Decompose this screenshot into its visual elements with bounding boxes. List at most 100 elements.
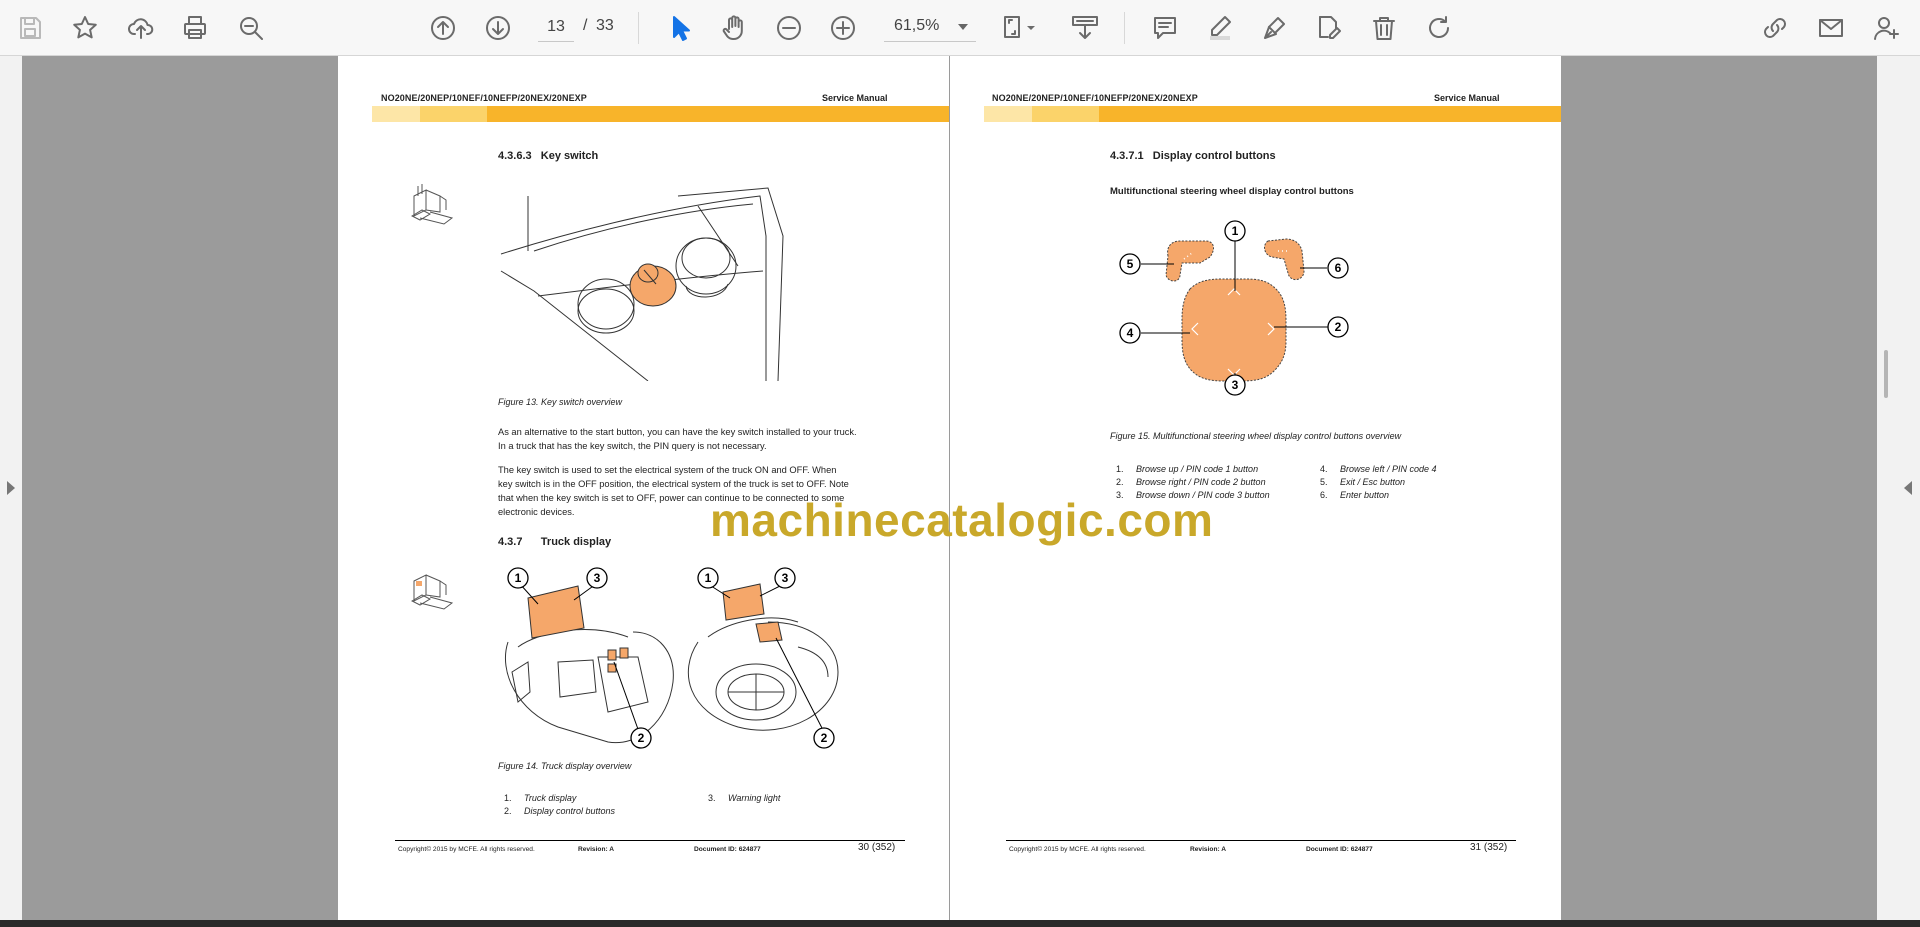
list-item: 1.Browse up / PIN code 1 button (1116, 464, 1259, 474)
scroll-mode-button[interactable] (1063, 8, 1107, 48)
right-panel-toggle[interactable] (1897, 56, 1920, 920)
page-header-title: Service Manual (1434, 93, 1500, 103)
sign-button[interactable] (1255, 8, 1295, 48)
key-switch-illustration (498, 176, 838, 382)
add-user-button[interactable] (1866, 8, 1906, 48)
highlight-pen-icon (1210, 16, 1231, 40)
body-text-line: that when the key switch is set to OFF, … (498, 493, 845, 503)
footer-rule (1006, 840, 1516, 841)
upload-cloud-icon (128, 18, 154, 39)
arrow-up-circle-icon (431, 16, 455, 40)
callout-label: 3 (782, 571, 789, 585)
callout-label: 1 (515, 571, 522, 585)
page-header-title: Service Manual (822, 93, 888, 103)
comment-icon (1154, 17, 1176, 39)
delete-button[interactable] (1364, 8, 1404, 48)
sign-pen-icon (1264, 17, 1285, 39)
zoom-search-icon (240, 17, 263, 40)
document-viewer: NO20NE/20NEP/10NEF/10NEFP/20NEX/20NEXP S… (0, 56, 1920, 920)
share-link-button[interactable] (1755, 8, 1795, 48)
callout-label: 6 (1335, 261, 1342, 275)
edit-pdf-button[interactable] (1309, 8, 1349, 48)
key-switch-paragraph-1: As an alternative to the start button, y… (498, 425, 898, 453)
toolbar: / 33 61,5% (0, 0, 1920, 56)
rotate-icon (1429, 16, 1449, 38)
section-heading-truck-display: 4.3.7 Truck display (498, 536, 612, 548)
taskbar-edge (0, 920, 1920, 927)
chevron-down-icon (958, 24, 968, 30)
figure-13-caption: Figure 13. Key switch overview (498, 397, 623, 407)
page-fit-button[interactable] (993, 8, 1045, 48)
page-header-model: NO20NE/20NEP/10NEF/10NEFP/20NEX/20NEXP (992, 93, 1198, 103)
section-heading-key-switch: 4.3.6.3 Key switch (498, 150, 599, 162)
callout-label: 2 (1335, 320, 1342, 334)
zoom-out-button[interactable] (769, 8, 809, 48)
body-text-line: electronic devices. (498, 507, 575, 517)
footer-revision: Revision: A (1190, 846, 1227, 853)
vertical-scrollbar[interactable] (1877, 56, 1897, 920)
arrow-down-circle-icon (486, 16, 510, 40)
bookmark-button[interactable] (65, 8, 105, 48)
steering-wheel-buttons-diagram: 1 2 3 4 5 6 (1118, 211, 1373, 396)
left-panel-toggle[interactable] (0, 56, 22, 920)
list-item: 5.Exit / Esc button (1320, 477, 1406, 487)
zoom-in-icon (831, 16, 855, 40)
body-text-line: key switch is in the OFF position, the e… (498, 479, 849, 489)
zoom-in-button[interactable] (823, 8, 863, 48)
figure-14-caption: Figure 14. Truck display overview (498, 761, 632, 771)
scrollbar-thumb[interactable] (1884, 350, 1888, 398)
footer-document-id: Document ID: 624877 (1306, 846, 1373, 853)
edit-pdf-icon (1319, 16, 1341, 39)
find-button[interactable] (231, 8, 271, 48)
add-user-icon (1874, 17, 1899, 40)
section-heading-display-control-buttons: 4.3.7.1 Display control buttons (1110, 150, 1276, 162)
zoom-dropdown[interactable]: 61,5% (884, 12, 976, 42)
toolbar-divider (638, 12, 639, 44)
subsection-heading: Multifunctional steering wheel display c… (1110, 186, 1354, 197)
highlight-button[interactable] (1200, 8, 1240, 48)
body-text-line: In a truck that has the key switch, the … (498, 441, 767, 451)
footer-rule (395, 840, 905, 841)
print-button[interactable] (175, 8, 215, 48)
callout-label: 1 (705, 571, 712, 585)
header-color-bar (984, 106, 1561, 122)
trash-icon (1373, 17, 1395, 40)
callout-label: 2 (638, 731, 645, 745)
body-text-line: As an alternative to the start button, y… (498, 427, 857, 437)
upload-button[interactable] (121, 8, 161, 48)
email-icon (1819, 19, 1843, 37)
hand-tool-button[interactable] (714, 8, 754, 48)
page-header-model: NO20NE/20NEP/10NEF/10NEFP/20NEX/20NEXP (381, 93, 587, 103)
callout-label: 3 (1232, 378, 1239, 392)
star-icon (73, 16, 97, 39)
truck-display-illustration: 1 3 2 1 3 2 (498, 562, 843, 750)
footer-copyright: Copyright© 2015 by MCFE. All rights rese… (398, 846, 535, 853)
truck-thumbnail-icon (404, 176, 460, 236)
chevron-left-icon (1904, 481, 1912, 495)
select-tool-button[interactable] (660, 8, 700, 48)
document-page-30: NO20NE/20NEP/10NEF/10NEFP/20NEX/20NEXP S… (338, 56, 949, 920)
document-page-31: NO20NE/20NEP/10NEF/10NEFP/20NEX/20NEXP S… (950, 56, 1561, 920)
footer-copyright: Copyright© 2015 by MCFE. All rights rese… (1009, 846, 1146, 853)
scroll-mode-icon (1072, 16, 1098, 39)
list-item: 1.Truck display (504, 793, 577, 803)
toolbar-divider (1124, 12, 1125, 44)
callout-label: 5 (1127, 257, 1134, 271)
prev-page-button[interactable] (423, 8, 463, 48)
comment-button[interactable] (1145, 8, 1185, 48)
body-text-line: The key switch is used to set the electr… (498, 465, 837, 475)
list-item: 3.Browse down / PIN code 3 button (1116, 490, 1270, 500)
save-icon (20, 17, 41, 39)
list-item: 6.Enter button (1320, 490, 1390, 500)
rotate-button[interactable] (1419, 8, 1459, 48)
print-icon (184, 16, 206, 39)
key-switch-paragraph-2: The key switch is used to set the electr… (498, 463, 898, 519)
zoom-out-icon (777, 16, 801, 40)
save-button[interactable] (10, 8, 50, 48)
header-color-bar (372, 106, 949, 122)
next-page-button[interactable] (478, 8, 518, 48)
list-item: 4.Browse left / PIN code 4 (1320, 464, 1437, 474)
page-number-input[interactable] (538, 12, 574, 42)
footer-page-number: 31 (352) (1470, 842, 1508, 853)
email-button[interactable] (1811, 8, 1851, 48)
